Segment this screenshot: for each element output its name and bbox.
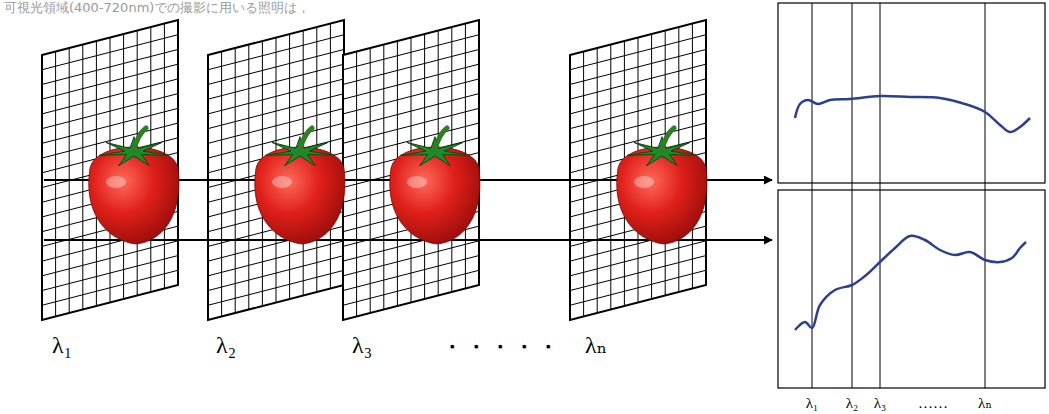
berry-body	[89, 147, 179, 244]
grid-line	[42, 256, 178, 291]
grid-line	[42, 241, 178, 276]
wavelength-label: λ₃	[352, 332, 372, 358]
grid-line	[570, 108, 706, 143]
plane-outline	[570, 20, 706, 320]
wavelength-label: λ₂	[216, 332, 236, 358]
band-line	[880, 3, 881, 388]
strawberry	[89, 128, 179, 244]
spectrum-plot	[778, 190, 1045, 388]
grid-line	[208, 94, 344, 129]
grid-line	[343, 270, 479, 305]
berry-highlight	[634, 176, 654, 188]
berry-stem	[662, 128, 674, 150]
strawberry	[617, 128, 707, 244]
grid-line	[208, 241, 344, 276]
grid-line	[208, 108, 344, 143]
axis-label: λ₁	[806, 395, 819, 412]
grid-line	[343, 64, 479, 99]
berry-highlight	[272, 176, 292, 188]
berry-stem	[134, 128, 146, 150]
wavelength-label: λₙ	[585, 332, 607, 358]
grid-line	[343, 241, 479, 276]
grid-plane	[208, 20, 344, 320]
berry-highlight	[407, 176, 427, 188]
grid-line	[42, 79, 178, 114]
band-line	[852, 3, 853, 388]
background-text: 可視光領域(400-720nm)での撮影に用いる照明は，	[4, 1, 310, 15]
axis-label: λₙ	[978, 395, 992, 412]
grid-line	[42, 35, 178, 70]
grid-line	[343, 49, 479, 84]
grid-line	[570, 241, 706, 276]
grid-line	[570, 94, 706, 129]
grid-line	[42, 64, 178, 99]
wavelength-label: λ₁	[52, 332, 72, 358]
grid-line	[570, 79, 706, 114]
spectrum-curve	[795, 236, 1026, 330]
grid-line	[570, 49, 706, 84]
berry-body	[617, 147, 707, 244]
grid-line	[570, 256, 706, 291]
grid-line	[208, 49, 344, 84]
grid-line	[208, 64, 344, 99]
grid-line	[208, 35, 344, 70]
grid-line	[343, 256, 479, 291]
band-line	[812, 3, 813, 388]
spectrum-curve	[795, 96, 1030, 132]
plane-outline	[343, 20, 479, 320]
berry-stem	[435, 128, 447, 150]
grid-line	[343, 94, 479, 129]
spectrum-plot	[778, 3, 1045, 183]
axis-ellipsis: ……	[918, 395, 948, 412]
berry-highlight	[106, 176, 126, 188]
berry-stem	[300, 128, 312, 150]
grid-line	[570, 270, 706, 305]
grid-line	[42, 108, 178, 143]
strawberry	[390, 128, 480, 244]
plane-outline	[208, 20, 344, 320]
grid-line	[570, 64, 706, 99]
grid-line	[343, 35, 479, 70]
grid-plane	[570, 20, 706, 320]
berry-body	[255, 147, 345, 244]
ellipsis-dots: ・・・・・	[440, 334, 560, 360]
axis-label: λ₂	[846, 395, 859, 412]
grid-plane	[343, 20, 479, 320]
grid-line	[570, 35, 706, 70]
berry-body	[390, 147, 480, 244]
strawberry	[255, 128, 345, 244]
grid-line	[208, 270, 344, 305]
grid-plane	[42, 20, 178, 320]
plane-outline	[42, 20, 178, 320]
grid-line	[208, 79, 344, 114]
grid-line	[343, 108, 479, 143]
grid-line	[42, 94, 178, 129]
grid-line	[208, 256, 344, 291]
axis-label: λ₃	[874, 395, 887, 412]
grid-line	[42, 270, 178, 305]
grid-line	[42, 49, 178, 84]
band-line	[985, 3, 986, 388]
grid-line	[343, 79, 479, 114]
